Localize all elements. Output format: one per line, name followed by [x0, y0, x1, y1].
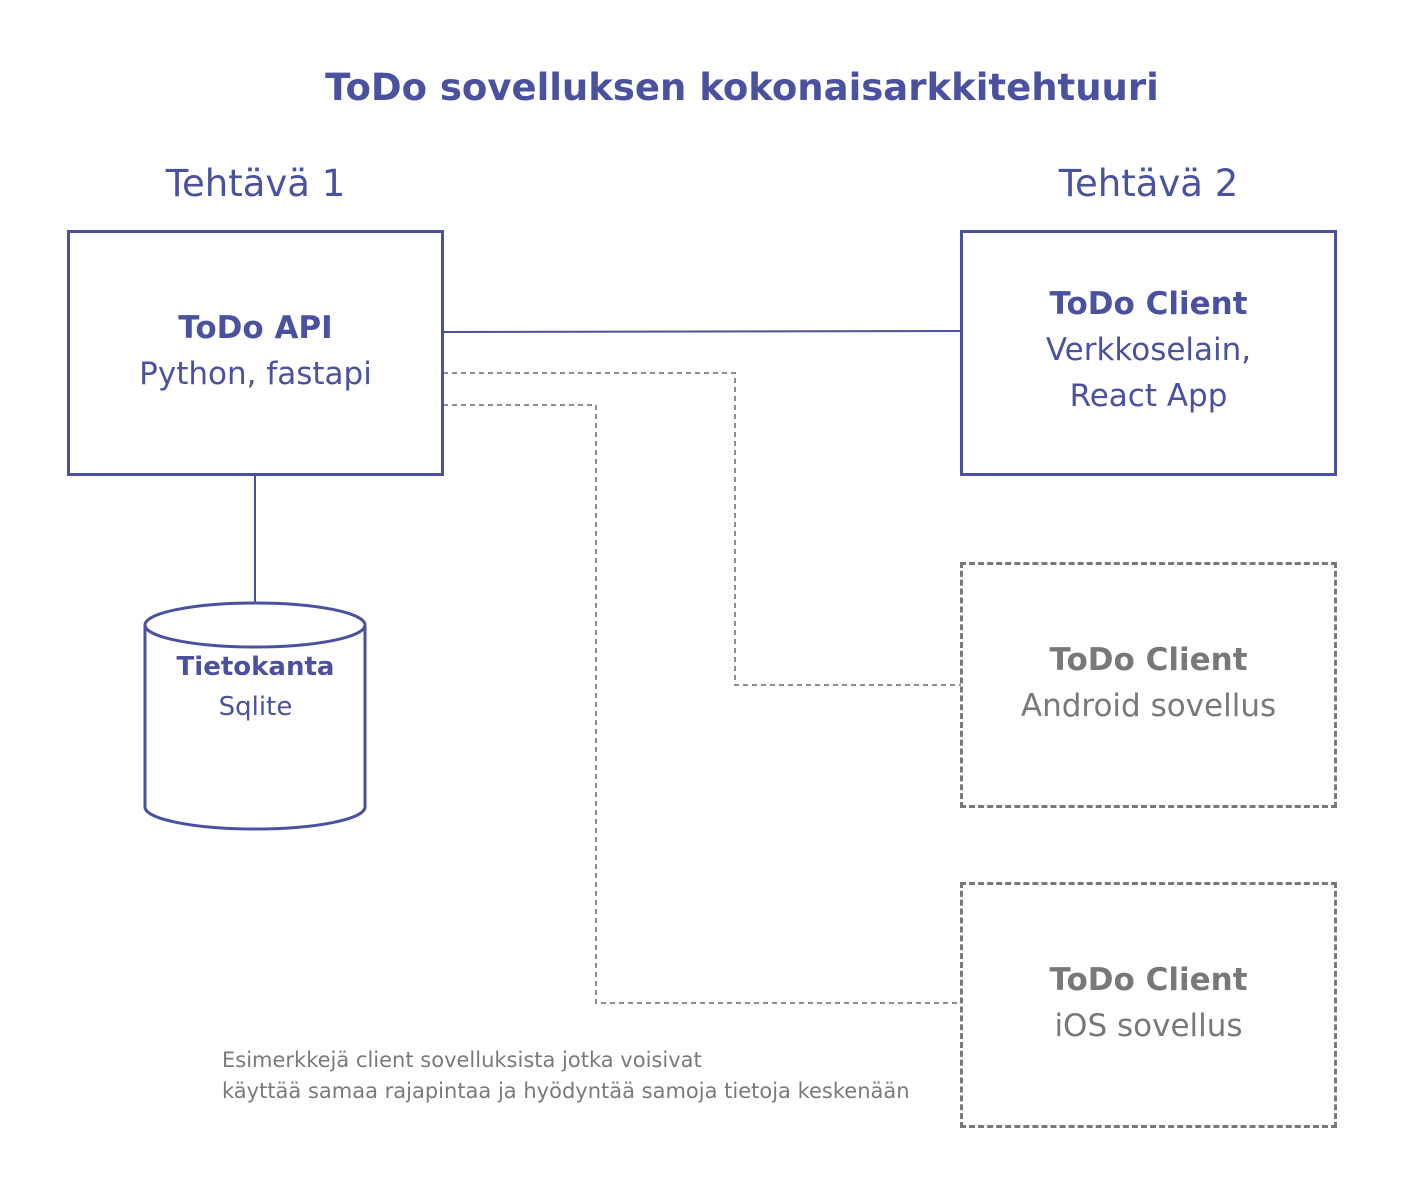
- android-client-subtitle: Android sovellus: [1020, 688, 1277, 724]
- section-label-task1: Tehtävä 1: [165, 162, 346, 205]
- android-client-title: ToDo Client: [1049, 642, 1248, 678]
- database-cylinder: [143, 601, 367, 831]
- api-title: ToDo API: [178, 310, 333, 346]
- api-subtitle: Python, fastapi: [139, 356, 372, 392]
- web-client-line1: Verkkoselain,: [1045, 332, 1252, 368]
- ios-client-box: ToDo Client iOS sovellus: [960, 882, 1337, 1128]
- section-label-task2: Tehtävä 2: [1058, 162, 1239, 205]
- ios-client-title: ToDo Client: [1049, 962, 1248, 998]
- android-client-box: ToDo Client Android sovellus: [960, 562, 1337, 808]
- connector-api-android: [443, 372, 961, 686]
- database-title: Tietokanta: [176, 652, 335, 682]
- web-client-box: ToDo Client Verkkoselain, React App: [960, 230, 1337, 476]
- database-subtitle: Sqlite: [218, 692, 293, 722]
- connector-api-web: [442, 330, 962, 333]
- ios-client-subtitle: iOS sovellus: [1054, 1008, 1243, 1044]
- diagram-title: ToDo sovelluksen kokonaisarkkitehtuuri: [325, 66, 1159, 109]
- connector-api-ios: [443, 404, 961, 1004]
- note-line-2: käyttää samaa rajapintaa ja hyödyntää sa…: [222, 1079, 910, 1103]
- web-client-title: ToDo Client: [1049, 286, 1248, 322]
- note-line-1: Esimerkkejä client sovelluksista jotka v…: [222, 1048, 702, 1072]
- web-client-line2: React App: [1069, 378, 1228, 414]
- api-box: ToDo API Python, fastapi: [67, 230, 444, 476]
